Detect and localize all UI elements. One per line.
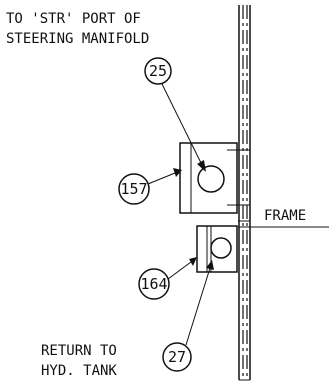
frame-rail <box>238 5 251 381</box>
callout-157-number: 157 <box>120 180 147 198</box>
frame-label: FRAME <box>264 208 306 224</box>
callout-27: 27 <box>162 260 214 372</box>
top-label-line1: TO 'STR' PORT OF <box>6 11 141 27</box>
upper-port-circle <box>197 165 225 193</box>
lower-block <box>196 225 238 273</box>
callout-27-number: 27 <box>168 348 186 366</box>
upper-block <box>179 142 250 214</box>
lower-port-circle <box>210 237 232 259</box>
callout-157: 157 <box>118 168 182 205</box>
frame-callout: FRAME <box>238 208 329 228</box>
callout-25: 25 <box>144 57 206 172</box>
bottom-label-line1: RETURN TO <box>41 343 117 359</box>
callout-164-number: 164 <box>140 275 167 293</box>
callout-164: 164 <box>138 257 197 300</box>
top-label-line2: STEERING MANIFOLD <box>6 31 149 47</box>
callout-25-number: 25 <box>149 62 167 80</box>
bottom-label-line2: HYD. TANK <box>41 363 117 379</box>
